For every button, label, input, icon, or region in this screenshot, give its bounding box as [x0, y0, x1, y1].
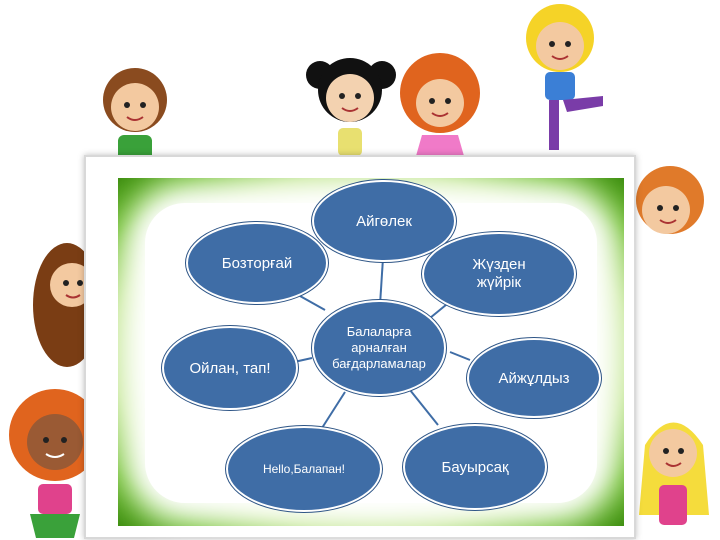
node-aigolek: Айгөлек — [312, 180, 456, 262]
center-node-label: Балаларға арналған бағдарламалар — [332, 324, 426, 371]
kid-right-orange-illustration — [636, 166, 704, 234]
node-juzden-juirik: Жүзден жүйрік — [422, 232, 576, 316]
kid-bottom-left-illustration — [9, 389, 101, 538]
node-aigolek-label: Айгөлек — [356, 212, 412, 230]
kid-top-left-illustration — [103, 68, 167, 163]
node-hello-balapan-label: Hello,Балапан! — [262, 462, 346, 476]
node-hello-balapan: Hello,Балапан! — [226, 426, 382, 512]
kid-bottom-right-illustration — [639, 422, 709, 525]
node-aizhuldyz: Айжұлдыз — [467, 338, 601, 418]
kid-top-right-illustration — [526, 4, 603, 150]
node-juzden-juirik-label: Жүзден жүйрік — [472, 256, 526, 291]
connector-bauyrsak — [409, 389, 439, 426]
kid-top-center-illustration — [306, 58, 396, 156]
node-bauyrsak-label: Бауырсақ — [441, 458, 509, 476]
kid-top-redhair-illustration — [400, 53, 480, 163]
node-aizhuldyz-label: Айжұлдыз — [498, 369, 570, 387]
connector-hello — [321, 391, 346, 429]
connector-boztorgai — [299, 295, 326, 311]
connector-aigolek — [379, 257, 384, 306]
center-node: Балаларға арналған бағдарламалар — [312, 300, 446, 396]
node-oilan-tap-label: Ойлан, тап! — [189, 359, 271, 377]
node-boztorgai: Бозторғай — [186, 222, 328, 304]
node-oilan-tap: Ойлан, тап! — [162, 326, 298, 410]
node-boztorgai-label: Бозторғай — [221, 254, 293, 272]
node-bauyrsak: Бауырсақ — [403, 424, 547, 510]
connector-aizhuldyz — [449, 351, 471, 361]
